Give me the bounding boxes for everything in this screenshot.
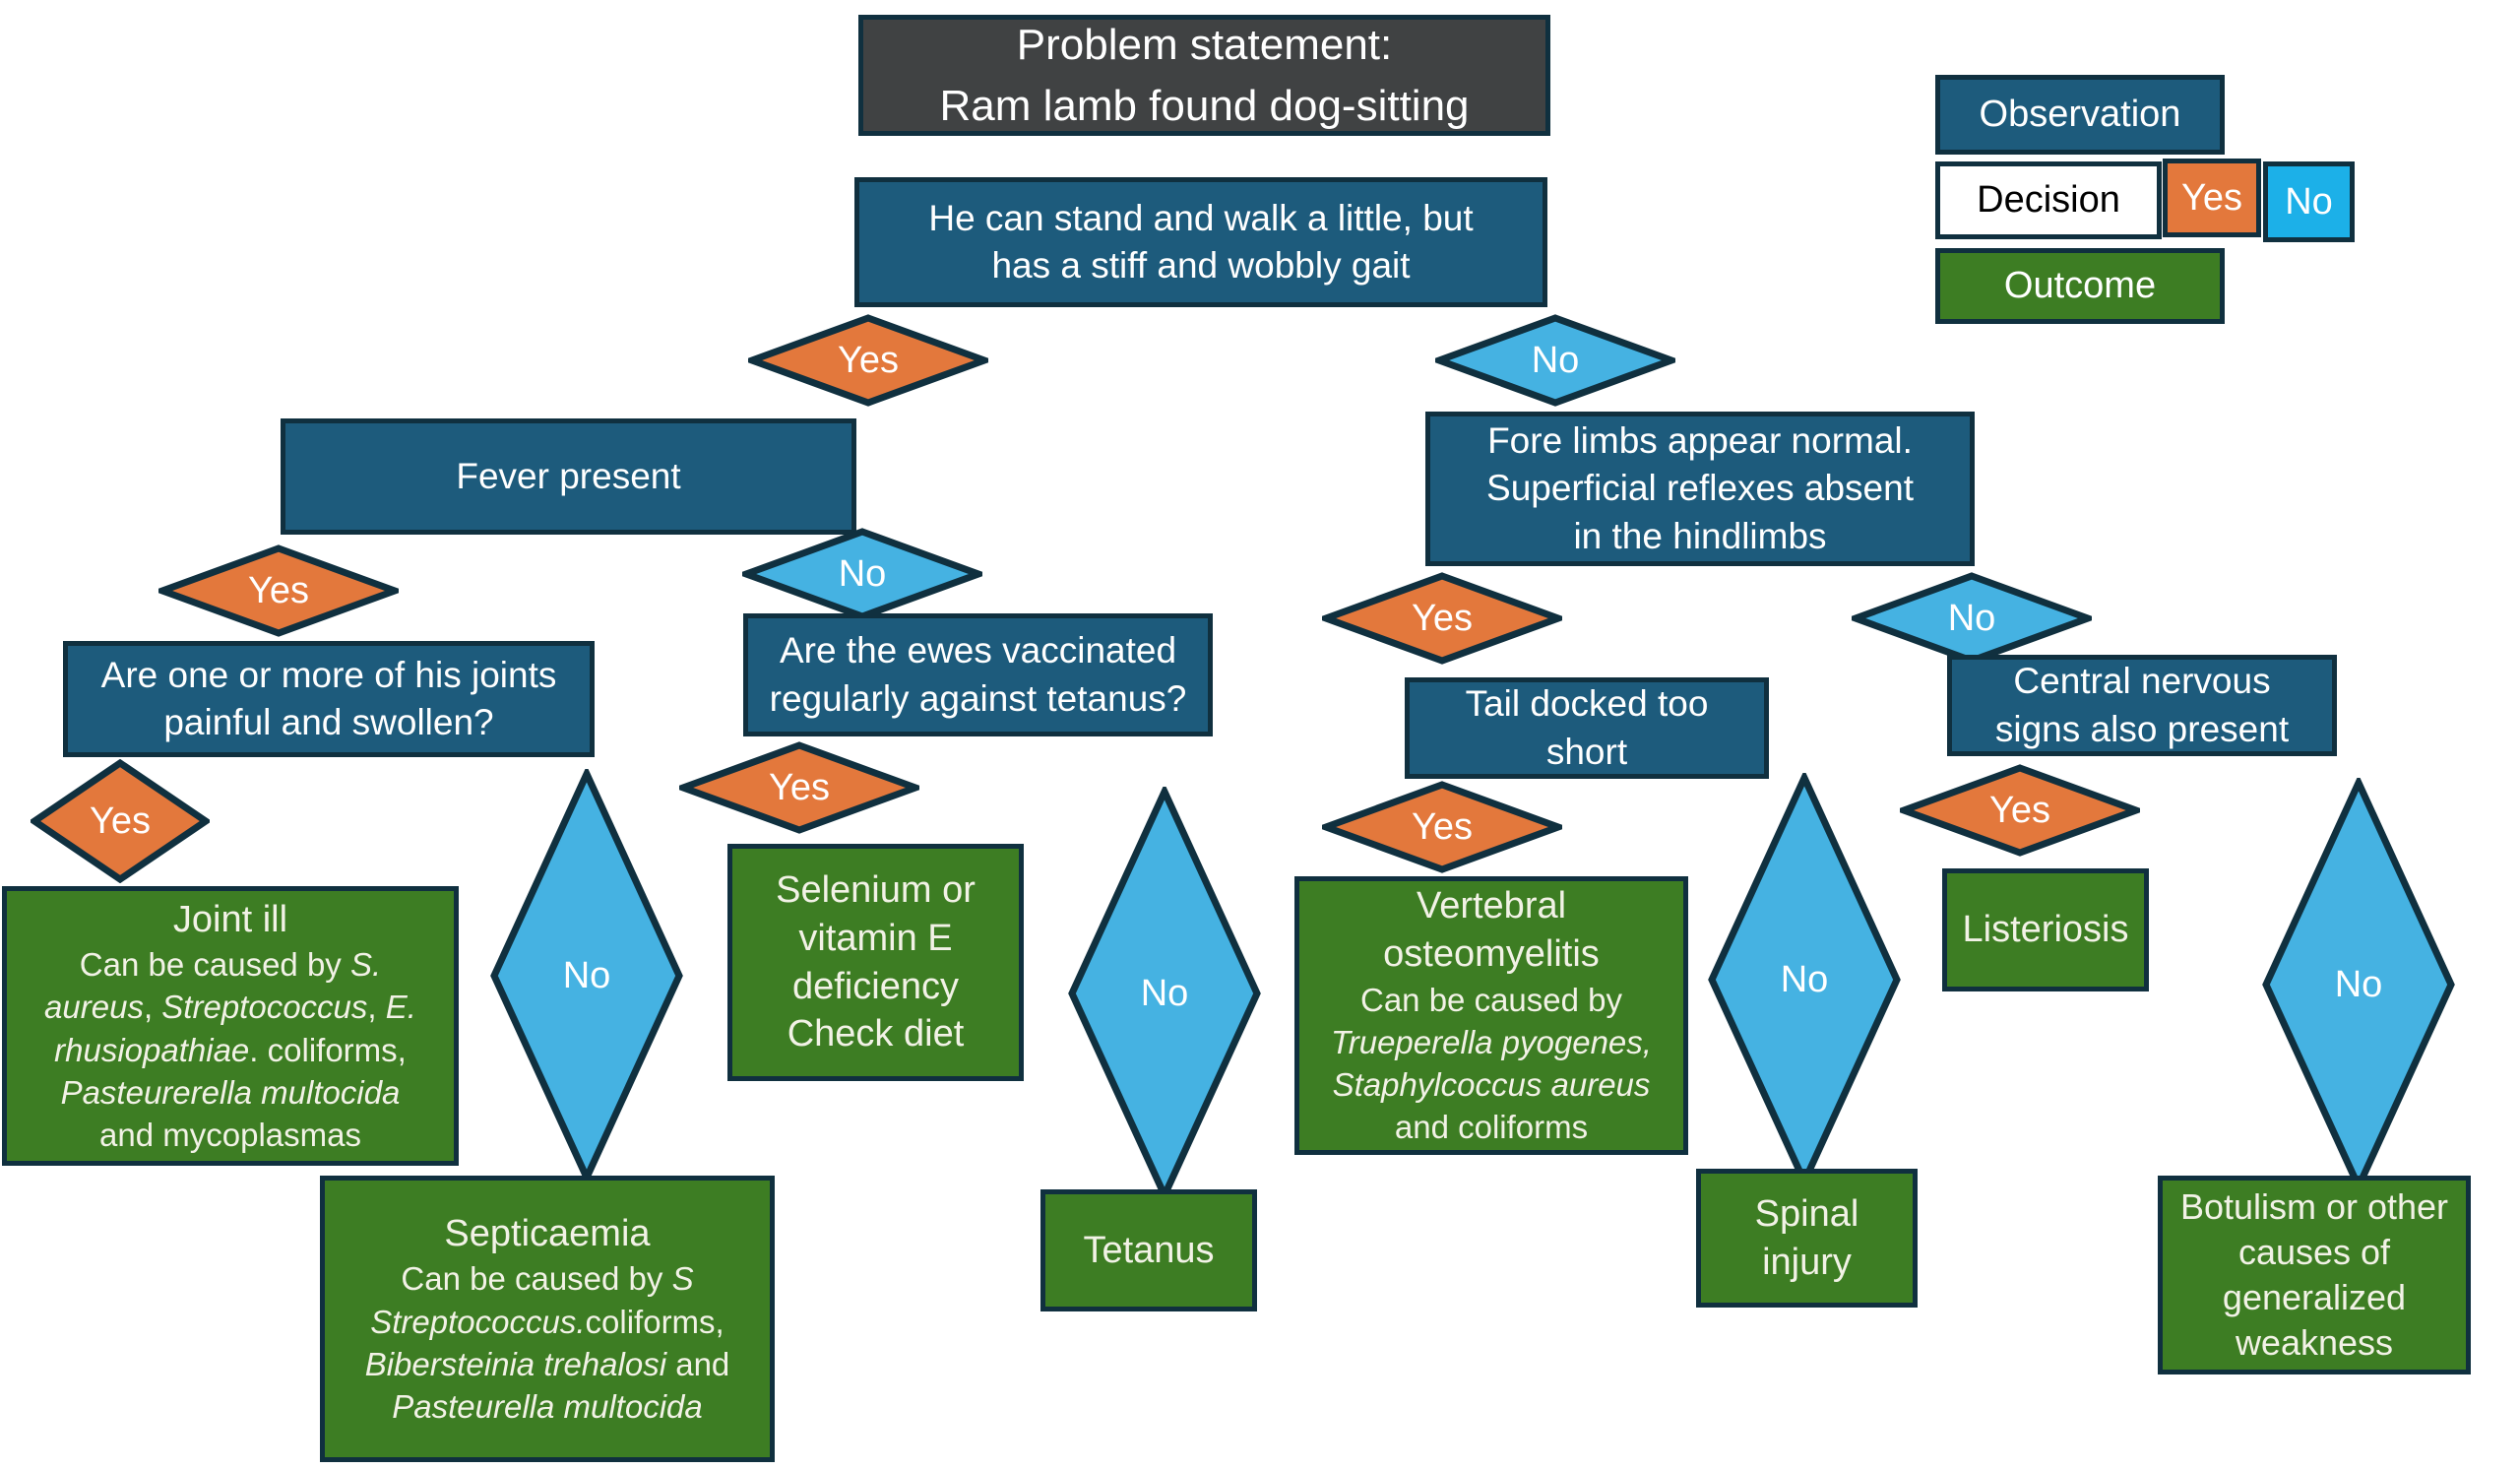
problem-statement-box: Problem statement:Ram lamb found dog-sit… <box>858 15 1550 136</box>
outcome-tetanus: Tetanus <box>1040 1189 1257 1311</box>
node-fever-label: Fever present <box>456 455 681 496</box>
no-diamond-ewes: No <box>1067 787 1262 1200</box>
diamond-shape <box>31 759 210 883</box>
no-diamond-joints-label: No <box>562 954 611 996</box>
diamond-shape <box>158 544 399 637</box>
yes-diamond-joints-label: Yes <box>90 799 151 842</box>
yes-diamond-ewes: Yes <box>679 741 919 834</box>
node-forelimbs: Fore limbs appear normal.Superficial ref… <box>1425 412 1975 566</box>
no-diamond-tail-label: No <box>1780 958 1829 1000</box>
diamond-shape <box>679 741 919 834</box>
legend-yes: Yes <box>2163 159 2261 237</box>
diamond-shape <box>1322 572 1562 665</box>
outcome-listeriosis: Listeriosis <box>1942 868 2149 991</box>
yes-diamond-stand: Yes <box>748 314 988 407</box>
legend-observation: Observation <box>1935 75 2225 155</box>
yes-diamond-ewes-label: Yes <box>769 766 830 808</box>
yes-diamond-joints: Yes <box>31 759 210 883</box>
no-diamond-fever-label: No <box>838 552 887 595</box>
outcome-listeriosis-label: Listeriosis <box>1962 909 2129 951</box>
problem-statement-label: Problem statement:Ram lamb found dog-sit… <box>939 20 1470 130</box>
diamond-shape <box>1900 764 2140 857</box>
node-fever: Fever present <box>281 418 856 535</box>
outcome-joint-ill-body: Can be caused by S.aureus, Streptococcus… <box>44 946 416 1154</box>
no-diamond-stand-label: No <box>1531 339 1580 381</box>
outcome-tetanus-label: Tetanus <box>1083 1229 1215 1271</box>
outcome-joint-ill-title: Joint ill <box>172 898 288 940</box>
no-diamond-ewes-label: No <box>1140 972 1189 1014</box>
legend-observation-label: Observation <box>1979 94 2181 135</box>
yes-diamond-central: Yes <box>1900 764 2140 857</box>
no-diamond-fever: No <box>742 528 982 620</box>
diamond-shape <box>1322 781 1562 873</box>
no-diamond-forelimbs: No <box>1852 572 2092 665</box>
legend-outcome: Outcome <box>1935 248 2225 324</box>
legend-no: No <box>2263 161 2355 242</box>
legend-outcome-label: Outcome <box>2003 265 2157 306</box>
no-diamond-central-label: No <box>2334 963 2383 1005</box>
legend-yes-label: Yes <box>2181 176 2242 219</box>
no-diamond-joints: No <box>489 769 684 1182</box>
yes-diamond-central-label: Yes <box>1989 789 2050 831</box>
outcome-septicaemia-title: Septicaemia <box>444 1212 651 1254</box>
yes-diamond-forelimbs-label: Yes <box>1412 597 1473 639</box>
node-forelimbs-label: Fore limbs appear normal.Superficial ref… <box>1486 420 1914 556</box>
yes-diamond-tail: Yes <box>1322 781 1562 873</box>
yes-diamond-forelimbs: Yes <box>1322 572 1562 665</box>
diamond-shape <box>748 314 988 407</box>
legend-no-label: No <box>2285 180 2333 223</box>
diamond-shape <box>1435 314 1675 407</box>
legend-decision: Decision <box>1935 161 2162 239</box>
no-diamond-tail: No <box>1707 773 1902 1186</box>
no-diamond-forelimbs-label: No <box>1947 597 1996 639</box>
yes-diamond-tail-label: Yes <box>1412 805 1473 848</box>
no-diamond-central: No <box>2261 778 2456 1191</box>
yes-diamond-stand-label: Yes <box>838 339 899 381</box>
no-diamond-stand: No <box>1435 314 1675 407</box>
yes-diamond-fever-label: Yes <box>248 569 309 611</box>
legend-decision-label: Decision <box>1977 179 2120 221</box>
yes-diamond-fever: Yes <box>158 544 399 637</box>
outcome-joint-ill: Joint ill Can be caused by S.aureus, Str… <box>2 886 459 1166</box>
